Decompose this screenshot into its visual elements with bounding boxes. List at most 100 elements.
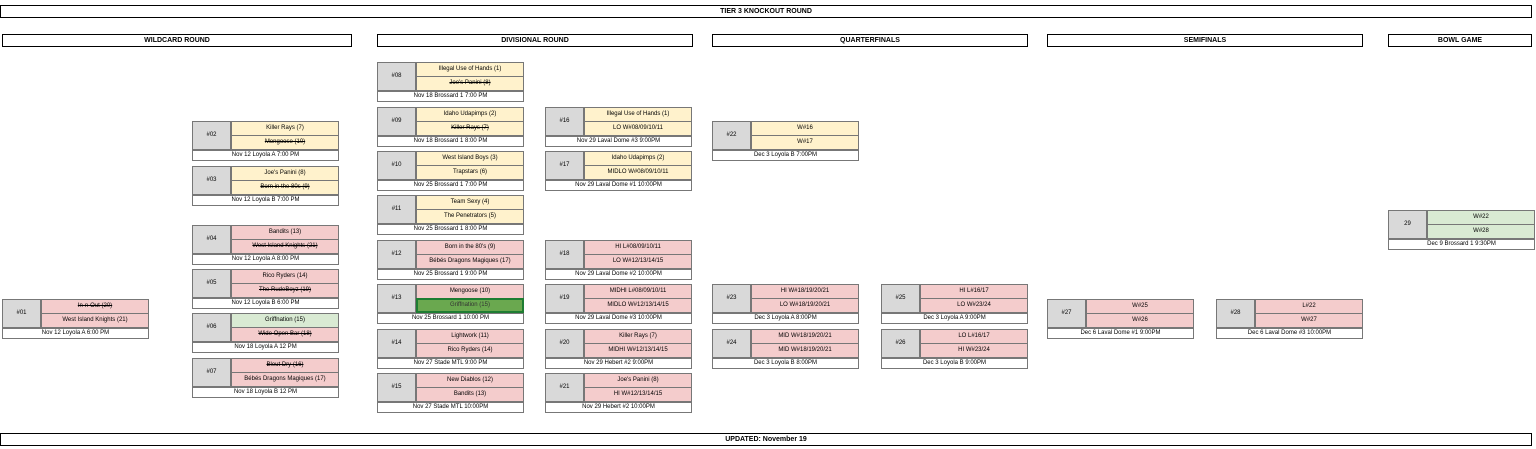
team-bottom: LO W#12/13/14/15 <box>584 254 692 269</box>
game-info: Nov 18 Brossard 1 7:00 PM <box>377 91 524 102</box>
game-number: #28 <box>1216 299 1255 328</box>
team-bottom: MID W#18/19/20/21 <box>751 343 859 358</box>
team-top: Bandits (13) <box>231 225 339 240</box>
team-top: West Island Boys (3) <box>416 151 524 166</box>
team-bottom: West Island Knights (21) <box>231 239 339 254</box>
team-bottom: W#28 <box>1427 224 1535 239</box>
game-info: Nov 12 Loyola A 6:00 PM <box>2 328 149 339</box>
team-bottom: The RudeBoyz (19) <box>231 283 339 298</box>
game-number: #13 <box>377 284 416 313</box>
team-top: HI L#16/17 <box>920 284 1028 299</box>
game-info: Dec 3 Loyola A 9:00PM <box>881 313 1028 324</box>
game-number: #05 <box>192 269 231 298</box>
team-top: HI W#18/19/20/21 <box>751 284 859 299</box>
team-bottom: Bandits (13) <box>416 387 524 402</box>
team-top: Bleut Dry (16) <box>231 358 339 373</box>
team-top: W#25 <box>1086 299 1194 314</box>
game-number: #19 <box>545 284 584 313</box>
team-top: LO L#16/17 <box>920 329 1028 344</box>
game-number: #15 <box>377 373 416 402</box>
game-number: #07 <box>192 358 231 387</box>
team-bottom: Killer Rays (7) <box>416 121 524 136</box>
team-top: W#22 <box>1427 210 1535 225</box>
game-number: #26 <box>881 329 920 358</box>
page-title: TIER 3 KNOCKOUT ROUND <box>0 5 1532 18</box>
team-bottom: Trapstars (6) <box>416 165 524 180</box>
team-top: Illegal Use of Hands (1) <box>416 62 524 77</box>
team-top: In-n-Out (20) <box>41 299 149 314</box>
game-info: Nov 29 Hebert #2 9:00PM <box>545 358 692 369</box>
game-info: Nov 12 Loyola A 7:00 PM <box>192 150 339 161</box>
game-number: #27 <box>1047 299 1086 328</box>
game-info: Nov 29 Hebert #2 10:00PM <box>545 402 692 413</box>
team-bottom-selected[interactable]: Griffnation (15) <box>416 298 524 313</box>
team-bottom: West Island Knights (21) <box>41 313 149 328</box>
game-info: Nov 29 Laval Dome #3 10:00PM <box>545 313 692 324</box>
team-bottom: Bébés Dragons Magiques (17) <box>416 254 524 269</box>
team-top: L#22 <box>1255 299 1363 314</box>
game-info: Nov 12 Loyola B 7:00 PM <box>192 195 339 206</box>
team-bottom: The Penetrators (5) <box>416 209 524 224</box>
team-bottom: W#26 <box>1086 313 1194 328</box>
game-number: #11 <box>377 195 416 224</box>
game-number: #25 <box>881 284 920 313</box>
game-info: Nov 18 Loyola A 12 PM <box>192 342 339 353</box>
team-top: Rico Ryders (14) <box>231 269 339 284</box>
game-info: Nov 18 Loyola B 12 PM <box>192 387 339 398</box>
game-number: #22 <box>712 121 751 150</box>
team-bottom: LO W#18/19/20/21 <box>751 298 859 313</box>
header-quarterfinals: QUARTERFINALS <box>712 34 1028 47</box>
game-number: #14 <box>377 329 416 358</box>
game-number: #12 <box>377 240 416 269</box>
game-number: #23 <box>712 284 751 313</box>
game-info: Dec 3 Loyola B 7:00PM <box>712 150 859 161</box>
game-number: #04 <box>192 225 231 254</box>
team-bottom: LO W#23/24 <box>920 298 1028 313</box>
team-bottom: MIDLO W#12/13/14/15 <box>584 298 692 313</box>
game-number: #18 <box>545 240 584 269</box>
team-top: Idaho Udapimps (2) <box>584 151 692 166</box>
header-divisional-round: DIVISIONAL ROUND <box>377 34 693 47</box>
team-top: Born in the 80's (9) <box>416 240 524 255</box>
team-bottom: LO W#08/09/10/11 <box>584 121 692 136</box>
game-info: Dec 6 Laval Dome #3 10:00PM <box>1216 328 1363 339</box>
header-semifinals: SEMIFINALS <box>1047 34 1363 47</box>
game-number: #21 <box>545 373 584 402</box>
game-info: Nov 12 Loyola A 8:00 PM <box>192 254 339 265</box>
team-top: MID W#18/19/20/21 <box>751 329 859 344</box>
game-info: Nov 25 Brossard 1 9:00 PM <box>377 269 524 280</box>
updated-footer: UPDATED: November 19 <box>0 433 1532 446</box>
game-info: Nov 25 Brossard 1 8:00 PM <box>377 224 524 235</box>
game-number: #01 <box>2 299 41 328</box>
team-bottom: Mongoose (10) <box>231 135 339 150</box>
game-number: #08 <box>377 62 416 91</box>
game-info: Nov 29 Laval Dome #3 9:00PM <box>545 136 692 147</box>
header-bowl-game: BOWL GAME <box>1388 34 1532 47</box>
team-bottom: Born in the 80s (9) <box>231 180 339 195</box>
team-top: Killer Rays (7) <box>584 329 692 344</box>
team-bottom: Joe's Panini (8) <box>416 76 524 91</box>
team-top: Killer Rays (7) <box>231 121 339 136</box>
team-top: Joe's Panini (8) <box>584 373 692 388</box>
team-bottom: MIDLO W#08/09/10/11 <box>584 165 692 180</box>
game-number: #02 <box>192 121 231 150</box>
game-info: Nov 12 Loyola B 6:00 PM <box>192 298 339 309</box>
game-info: Nov 18 Brossard 1 8:00 PM <box>377 136 524 147</box>
game-number: #10 <box>377 151 416 180</box>
team-bottom: HI W#12/13/14/15 <box>584 387 692 402</box>
team-top: Illegal Use of Hands (1) <box>584 107 692 122</box>
game-info: Nov 25 Brossard 1 10:00 PM <box>377 313 524 324</box>
team-top: Idaho Udapimps (2) <box>416 107 524 122</box>
team-top: HI L#08/09/10/11 <box>584 240 692 255</box>
game-info: Nov 27 Stade MTL 9:00 PM <box>377 358 524 369</box>
team-bottom: HI W#23/24 <box>920 343 1028 358</box>
team-top: Team Sexy (4) <box>416 195 524 210</box>
game-info: Dec 9 Brossard 1 9:30PM <box>1388 239 1535 250</box>
team-top: W#16 <box>751 121 859 136</box>
game-info: Nov 29 Laval Dome #2 10:00PM <box>545 269 692 280</box>
team-top: Mengoose (10) <box>416 284 524 299</box>
header-wildcard-round: WILDCARD ROUND <box>2 34 352 47</box>
team-bottom: W#17 <box>751 135 859 150</box>
team-bottom: Wide Open Bar (18) <box>231 327 339 342</box>
game-info: Nov 29 Laval Dome #1 10:00PM <box>545 180 692 191</box>
